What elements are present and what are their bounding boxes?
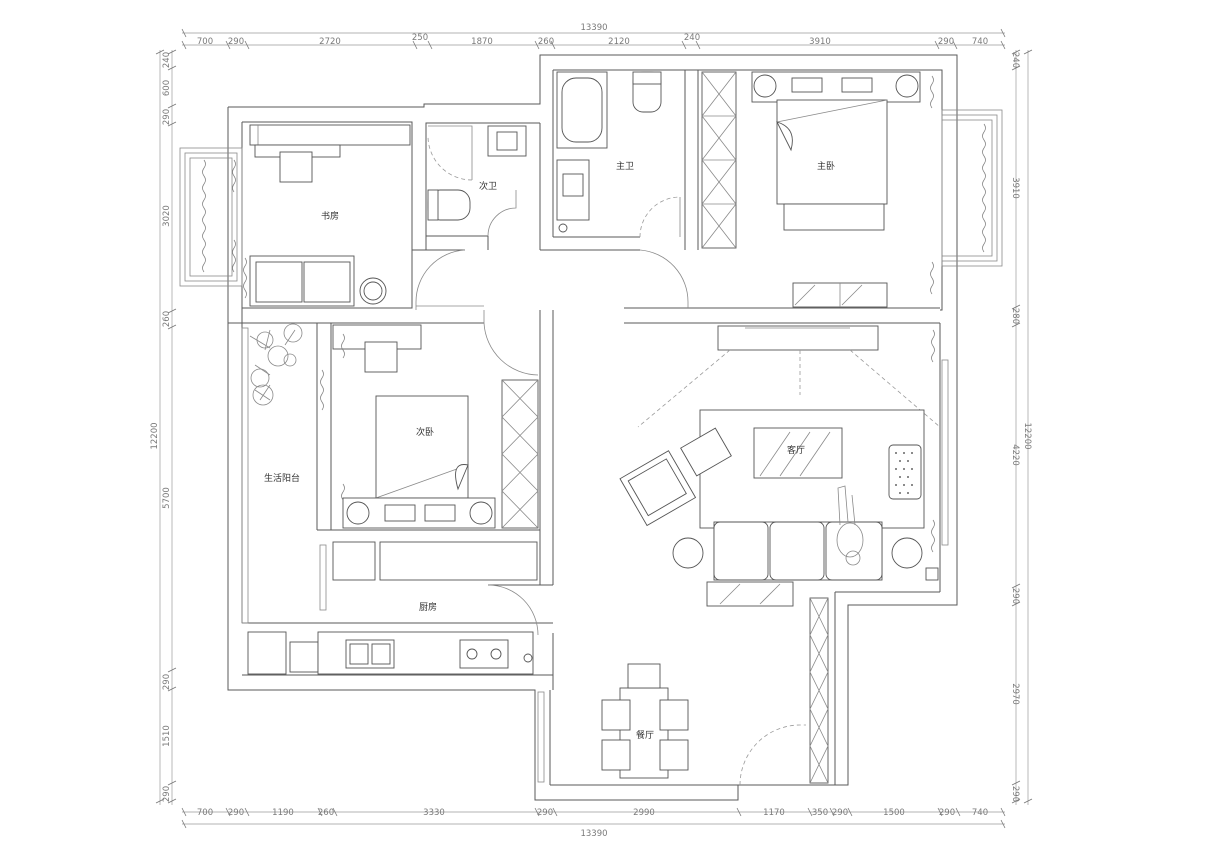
washing-machine: [247, 631, 287, 675]
label-second-bath: 次卫: [479, 180, 497, 192]
label-master-bath: 主卫: [616, 160, 634, 172]
dim-bottom-10: 1500: [883, 808, 905, 818]
person-icon: [836, 485, 864, 566]
dim-left-3: 3020: [162, 205, 172, 227]
utility-balcony: [241, 323, 324, 624]
label-dining-room: 餐厅: [636, 729, 654, 741]
dimension-labels-left: 240 600 290 3020 260 5700 290 1510 290 1…: [150, 52, 172, 802]
master-bench: [783, 203, 885, 231]
dim-right-1: 3910: [1010, 177, 1020, 199]
dim-left-1: 600: [162, 80, 172, 96]
kitchen-fridge: [332, 541, 376, 581]
dining-furniture: [537, 663, 806, 786]
label-living-room: 客厅: [787, 444, 805, 456]
living-tv-cabinet: [717, 325, 879, 351]
kitchen-appliance: [289, 641, 319, 673]
label-kitchen: 厨房: [419, 601, 437, 613]
room-labels: 书房 次卫 主卫 主卧 次卧 生活阳台 客厅 厨房 餐厅: [264, 160, 835, 741]
second-bed: [375, 395, 469, 499]
dim-total-height-right: 12200: [1022, 422, 1032, 449]
dining-chair-left-1: [601, 699, 631, 731]
master-headboard: [751, 71, 921, 103]
master-bath-fixtures: [556, 71, 681, 238]
dim-total-width-bottom: 13390: [580, 829, 607, 839]
dim-left-lower-0: 290: [162, 674, 172, 690]
dining-chair-top: [627, 663, 661, 689]
dim-left-lower-2: 290: [162, 786, 172, 802]
dining-chair-right-2: [659, 739, 689, 771]
footstool: [680, 427, 732, 477]
dim-bottom-6: 2990: [633, 808, 655, 818]
dim-top-3: 250: [412, 33, 428, 43]
dim-right-lower-2: 290: [1010, 786, 1020, 802]
dim-right-lower-0: 290: [1010, 588, 1020, 604]
dim-right-0: 240: [1010, 52, 1020, 68]
dim-left-2: 290: [162, 109, 172, 125]
dim-bottom-2: 1190: [272, 808, 294, 818]
second-bedroom-furniture: [332, 324, 539, 529]
second-wardrobe: [501, 379, 539, 529]
dim-top-2: 2720: [319, 37, 341, 47]
dim-bottom-0: 700: [197, 808, 213, 818]
dimension-labels-right: 240 3910 280 4220 290 2970 290 12200: [1010, 52, 1032, 802]
dim-right-lower-1: 2970: [1010, 683, 1020, 705]
master-bed: [776, 99, 888, 205]
dim-top-5: 260: [538, 37, 554, 47]
living-room-furniture: [619, 325, 949, 784]
second-bath-sink: [487, 125, 527, 157]
dining-chair-left-2: [601, 739, 631, 771]
side-table-right: [891, 537, 923, 569]
dim-total-height-left: 12200: [150, 422, 160, 449]
label-master-bedroom: 主卧: [817, 160, 835, 172]
dim-top-7: 240: [684, 33, 700, 43]
dim-bottom-9: 290: [832, 808, 848, 818]
study-desk: [249, 124, 411, 146]
label-second-bedroom: 次卧: [416, 426, 434, 438]
second-chair: [364, 341, 398, 373]
corridor-doors: [415, 249, 689, 636]
dim-left-4: 260: [162, 311, 172, 327]
dim-left-0: 240: [162, 52, 172, 68]
dim-total-width-top: 13390: [580, 23, 607, 33]
dim-top-1: 290: [228, 37, 244, 47]
dim-bottom-7: 1170: [763, 808, 785, 818]
bay-windows: [179, 75, 1003, 295]
kitchen-counter-upper: [379, 541, 538, 581]
dim-right-mid: 4220: [1010, 444, 1020, 466]
kitchen-fixtures: [247, 541, 538, 675]
side-table-left: [672, 537, 704, 569]
dim-bottom-12: 740: [972, 808, 988, 818]
dim-bottom-5: 290: [537, 808, 553, 818]
dimension-lines: [155, 28, 1033, 829]
dim-right-2: 280: [1010, 308, 1020, 324]
living-console: [706, 581, 794, 607]
dim-bottom-11: 290: [939, 808, 955, 818]
dim-bottom-1: 290: [228, 808, 244, 818]
dim-top-0: 700: [197, 37, 213, 47]
dim-left-lower-1: 1510: [162, 725, 172, 747]
dim-left-mid: 5700: [162, 487, 172, 509]
dim-bottom-8: 350: [812, 808, 828, 818]
dim-bottom-4: 3330: [423, 808, 445, 818]
dimension-labels-top: 13390 700 290 2720 250 1870 260 2120 240…: [197, 23, 988, 47]
label-utility-balcony: 生活阳台: [264, 472, 300, 484]
dim-top-9: 290: [938, 37, 954, 47]
plant-icon: [249, 323, 303, 406]
study-chair: [279, 151, 313, 183]
master-bedroom-furniture: [701, 71, 921, 308]
second-bath-fixtures: [427, 125, 527, 237]
label-study: 书房: [321, 210, 339, 222]
study-furniture: [243, 124, 411, 307]
dim-top-8: 3910: [809, 37, 831, 47]
dim-top-4: 1870: [471, 37, 493, 47]
dining-chair-right-1: [659, 699, 689, 731]
dim-top-10: 740: [972, 37, 988, 47]
dimension-labels-bottom: 700 290 1190 260 3330 290 2990 1170 350 …: [197, 808, 988, 839]
dim-bottom-3: 260: [318, 808, 334, 818]
walls: [227, 54, 958, 801]
dim-top-6: 2120: [608, 37, 630, 47]
ottoman: [888, 444, 922, 500]
